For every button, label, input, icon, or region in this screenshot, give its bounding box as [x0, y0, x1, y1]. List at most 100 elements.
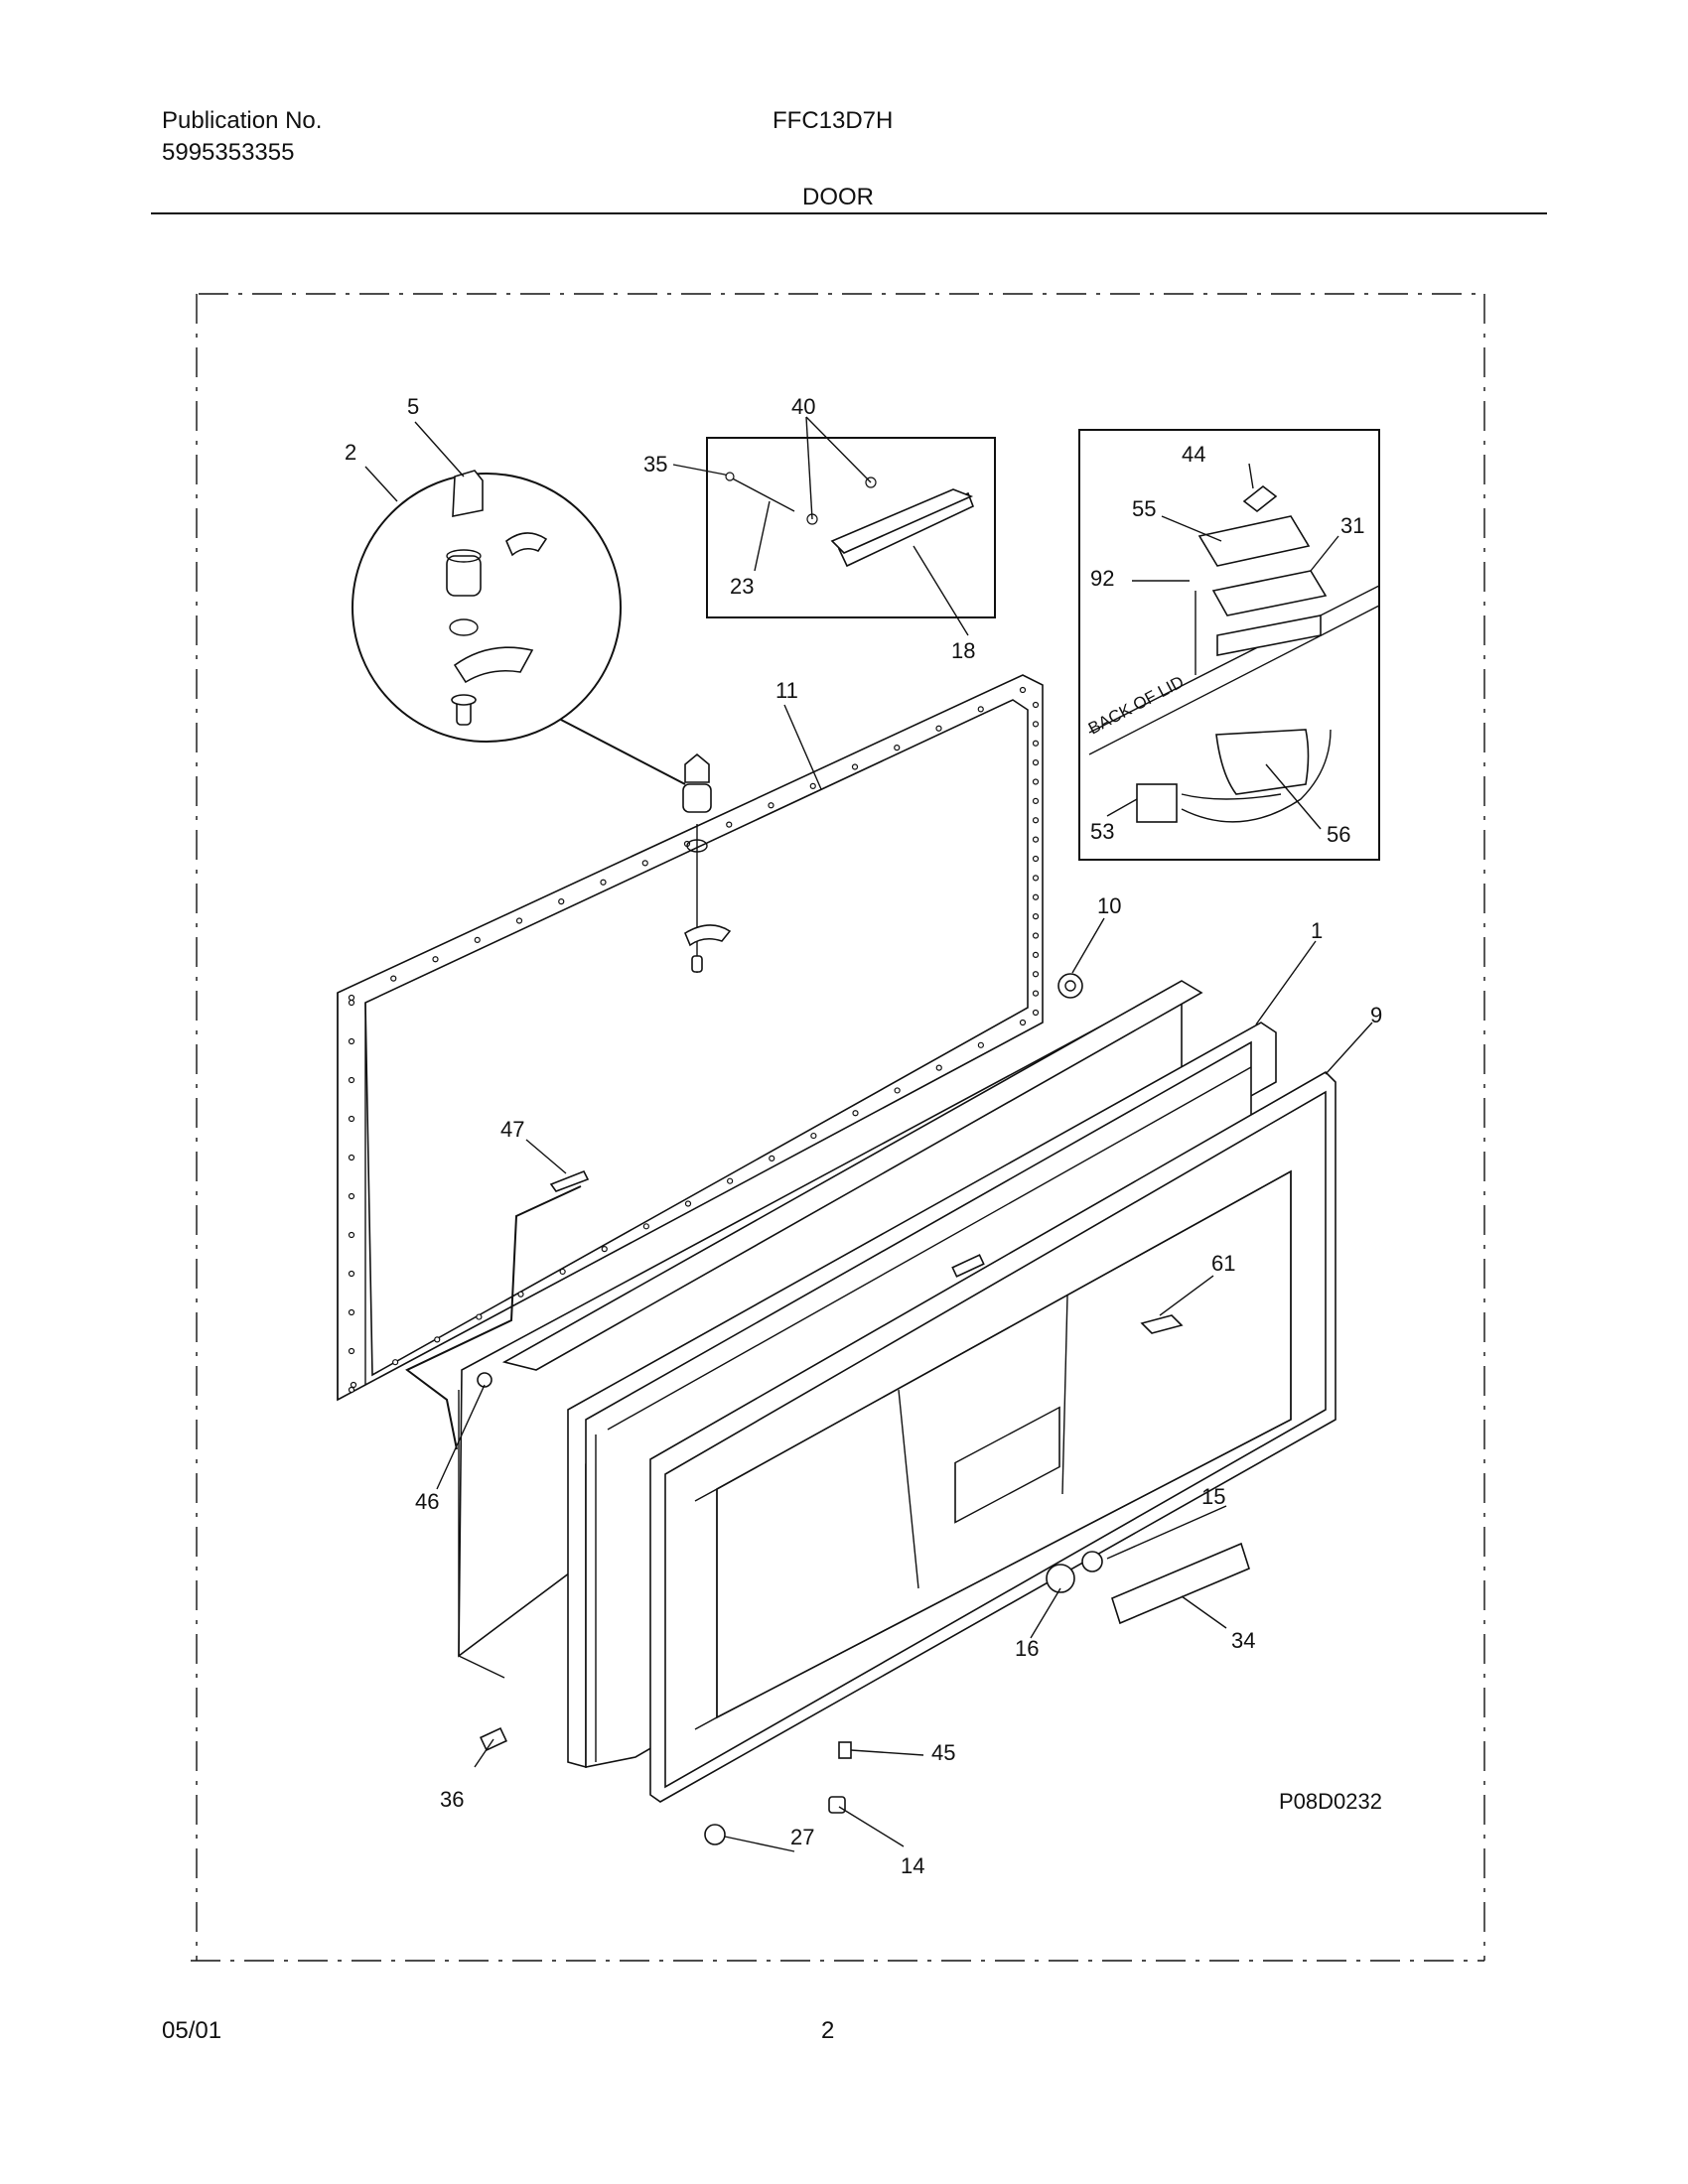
screw-hole — [350, 1381, 357, 1389]
screw-hole — [1032, 740, 1040, 747]
callout-47: 47 — [500, 1117, 524, 1142]
callout-2: 2 — [345, 440, 356, 465]
callout-61: 61 — [1211, 1251, 1235, 1276]
screw-hole — [1032, 817, 1040, 824]
callout-5: 5 — [407, 394, 419, 419]
callout-1: 1 — [1311, 918, 1323, 943]
handle-inset — [706, 437, 996, 618]
screw-hole — [935, 1064, 942, 1071]
callout-53: 53 — [1090, 819, 1114, 844]
callout-27: 27 — [790, 1825, 814, 1849]
screw-hole — [348, 999, 355, 1007]
screw-hole — [1032, 721, 1040, 728]
screw-hole — [434, 1336, 441, 1343]
section-title: DOOR — [802, 184, 874, 210]
screw-hole — [1032, 701, 1040, 709]
callout-9: 9 — [1370, 1003, 1382, 1027]
callout-16: 16 — [1015, 1636, 1039, 1661]
screw-hole — [476, 1313, 483, 1320]
callout-18: 18 — [951, 638, 975, 663]
callout-labels: 5 2 40 35 23 18 11 44 55 31 92 53 56 10 … — [345, 394, 1382, 1878]
screw-hole — [851, 763, 859, 770]
callout-36: 36 — [440, 1787, 464, 1812]
screw-hole — [1019, 1019, 1027, 1026]
screw-hole — [727, 1177, 734, 1184]
screw-hole — [1032, 951, 1040, 958]
screw-hole — [769, 1155, 775, 1161]
callout-34: 34 — [1231, 1628, 1255, 1653]
light-switch-inset — [1078, 429, 1380, 861]
screw-hole — [1032, 797, 1040, 804]
figure-id: P08D0232 — [1279, 1789, 1382, 1814]
callout-23: 23 — [730, 574, 754, 599]
back-of-lid-label: BACK OF LID — [1085, 672, 1187, 738]
screw-hole — [348, 1115, 355, 1123]
diagram-frame — [191, 293, 1485, 1962]
page-number: 2 — [821, 2017, 835, 2044]
screw-hole — [894, 745, 901, 751]
screw-hole — [1032, 932, 1040, 939]
screw-hole — [559, 1268, 566, 1276]
callout-14: 14 — [901, 1853, 924, 1878]
header-rule — [151, 212, 1547, 214]
screw-hole — [1032, 893, 1040, 900]
screw-hole — [1032, 855, 1040, 863]
callout-15: 15 — [1201, 1484, 1225, 1509]
screw-hole — [432, 956, 439, 963]
lid-liner-frame — [337, 674, 1044, 1402]
screw-hole — [684, 1200, 692, 1207]
wire-harness — [405, 1185, 582, 1450]
callout-35: 35 — [643, 452, 667, 477]
screw-hole — [1032, 971, 1040, 978]
footer-date: 05/01 — [162, 2017, 222, 2044]
screw-hole — [474, 936, 481, 943]
hinge-pin-assembly — [682, 752, 732, 973]
screw-hole — [392, 1359, 399, 1366]
callout-10: 10 — [1097, 893, 1121, 918]
screw-hole — [1019, 686, 1027, 694]
screw-hole — [348, 1076, 355, 1084]
screw-hole — [558, 898, 565, 905]
screw-hole — [348, 1192, 355, 1200]
screw-hole — [1032, 778, 1040, 785]
screw-hole — [809, 782, 816, 789]
screw-hole — [348, 1154, 355, 1161]
callout-11: 11 — [775, 678, 798, 703]
screw-hole — [517, 1291, 524, 1297]
screw-hole — [348, 1270, 355, 1278]
callout-40: 40 — [791, 394, 815, 419]
screw-hole — [1032, 759, 1040, 766]
screw-hole — [726, 821, 733, 828]
screw-hole — [390, 975, 397, 982]
hinge-pin-detail — [352, 470, 622, 743]
screw-hole — [348, 1347, 355, 1355]
screw-hole — [1032, 990, 1040, 997]
screw-hole — [1032, 1009, 1040, 1017]
screw-hole — [348, 1308, 355, 1316]
screw-hole — [977, 706, 984, 713]
screw-hole — [1032, 836, 1040, 843]
screw-hole — [641, 860, 648, 867]
publication-number: 5995353355 — [162, 139, 295, 166]
screw-hole — [515, 917, 523, 924]
screw-hole — [348, 1037, 355, 1045]
callout-45: 45 — [931, 1740, 955, 1765]
screw-hole — [977, 1041, 984, 1048]
door-liner — [649, 1071, 1336, 1803]
leader-lines — [364, 416, 1373, 1852]
screw-hole — [1032, 875, 1040, 882]
screw-hole — [852, 1110, 859, 1117]
screw-hole — [600, 879, 607, 886]
callout-56: 56 — [1327, 822, 1350, 847]
callout-31: 31 — [1340, 513, 1364, 538]
screw-hole — [348, 994, 355, 1002]
screw-hole — [1032, 913, 1040, 920]
model-number: FFC13D7H — [773, 107, 894, 134]
screw-hole — [348, 1386, 355, 1394]
screw-hole — [768, 802, 774, 809]
screw-hole — [935, 725, 942, 732]
screw-hole — [810, 1132, 817, 1140]
screw-hole — [348, 1231, 355, 1239]
callout-44: 44 — [1182, 442, 1205, 467]
